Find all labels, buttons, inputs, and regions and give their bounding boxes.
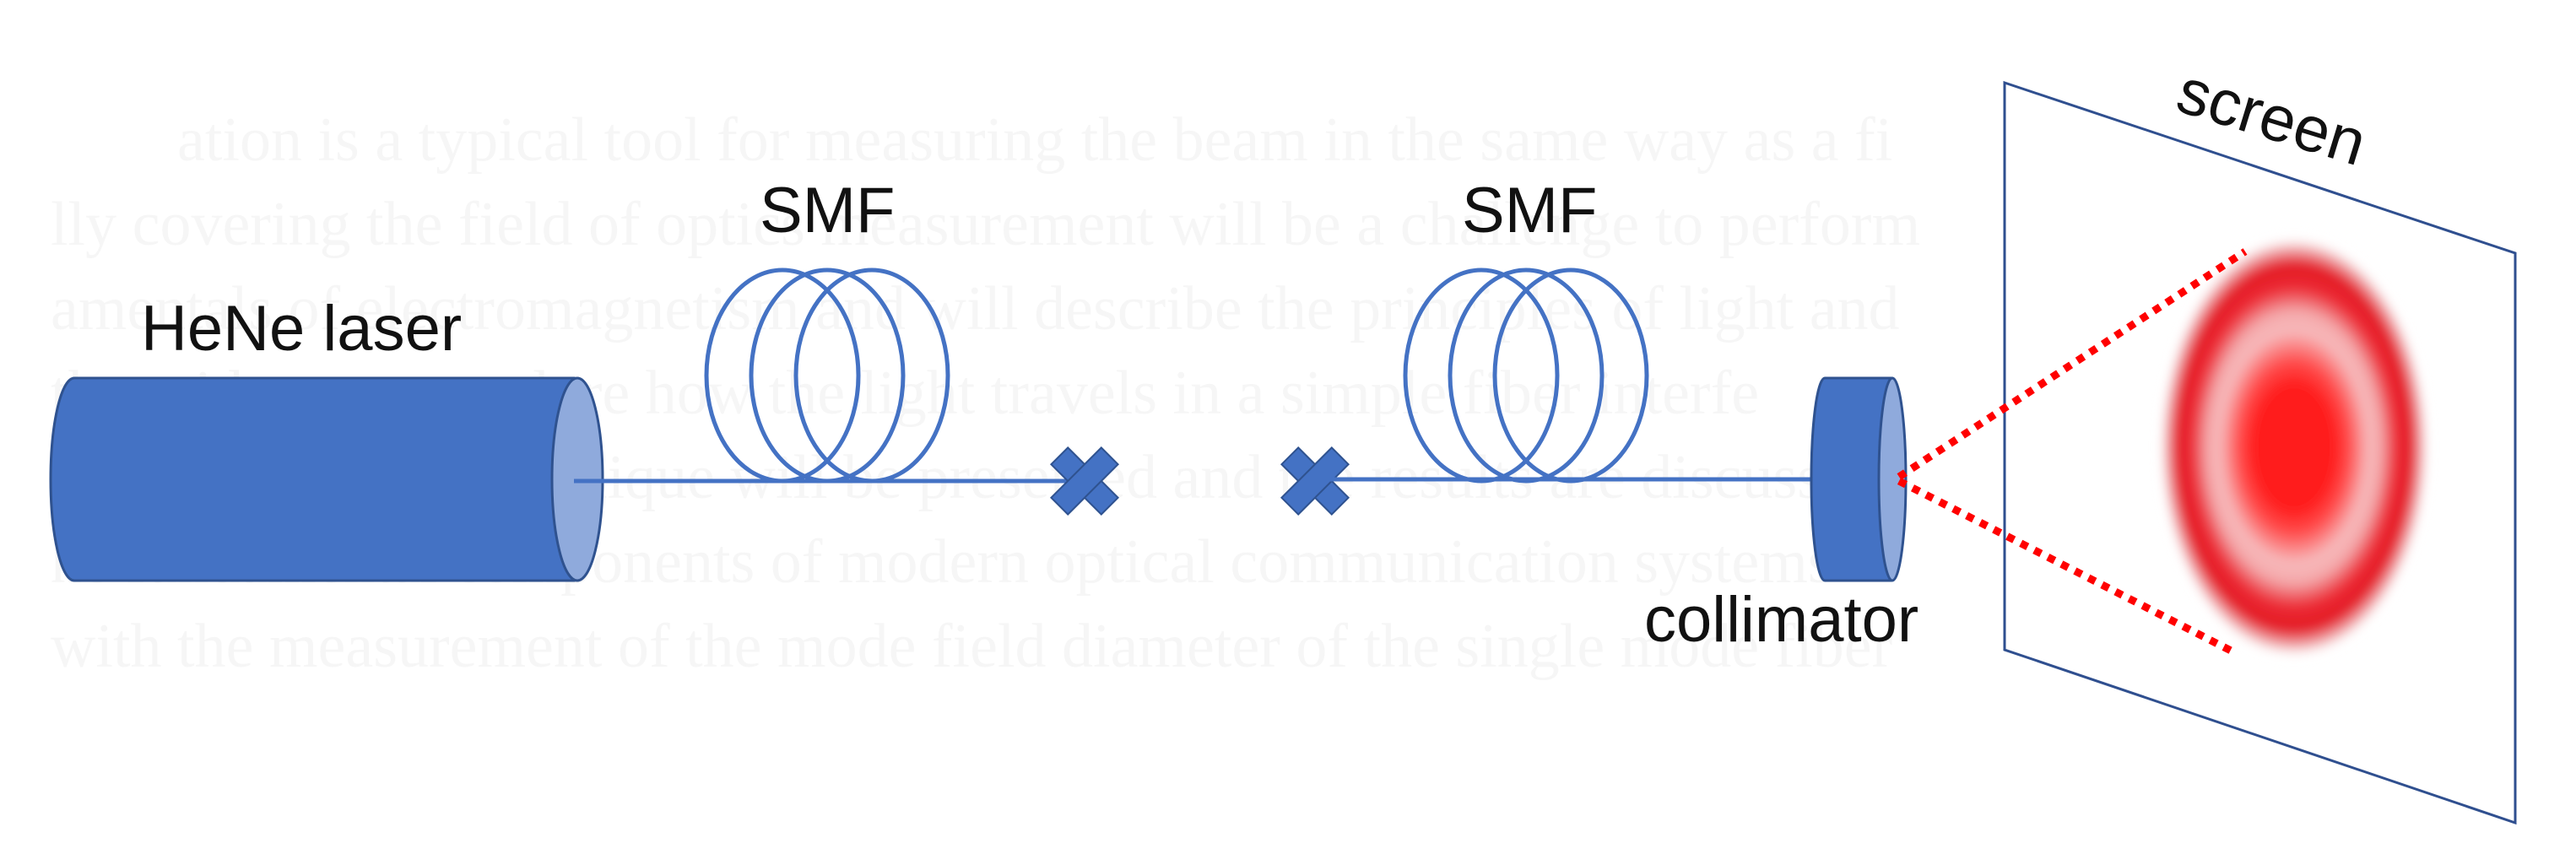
diverging-beam — [1897, 248, 2248, 656]
left-smf-coil — [704, 268, 950, 484]
collimator — [1810, 376, 1908, 582]
smf-left-label: SMF — [760, 175, 895, 246]
svg-text:lly covering the field of opti: lly covering the field of optics measure… — [51, 190, 1920, 259]
laser-label: HeNe laser — [141, 293, 462, 365]
laser-body — [49, 376, 576, 582]
svg-text:ation is a typical tool for me: ation is a typical tool for measuring th… — [177, 105, 1892, 175]
smf-right-label: SMF — [1462, 175, 1597, 246]
hene-laser — [49, 376, 604, 582]
svg-text:with the measurement of the mo: with the measurement of the mode field d… — [51, 612, 1892, 681]
collimator-lens — [1877, 376, 1908, 582]
collimator-body — [1810, 376, 1892, 582]
cross-icon — [1049, 446, 1120, 516]
collimator-label: collimator — [1644, 584, 1918, 656]
beam-spot — [2159, 236, 2429, 658]
right-smf-coil — [1403, 268, 1649, 484]
svg-text:amentals of electromagnetism a: amentals of electromagnetism and will de… — [51, 274, 1900, 343]
